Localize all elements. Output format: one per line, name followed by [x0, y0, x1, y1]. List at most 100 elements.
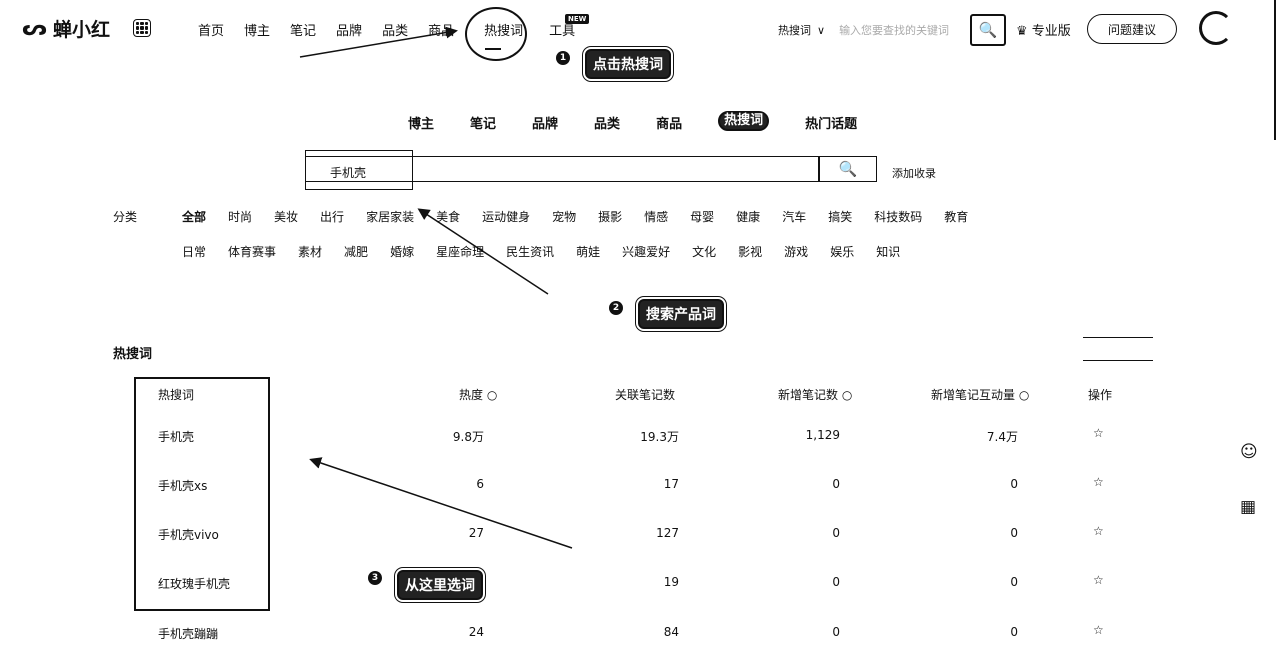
- category-item[interactable]: 萌娃: [576, 245, 601, 259]
- category-all[interactable]: 全部: [182, 210, 207, 224]
- pro-version-label: 专业版: [1031, 24, 1071, 39]
- star-outline-icon[interactable]: ☆: [1093, 623, 1104, 637]
- category-item[interactable]: 体育赛事: [228, 245, 277, 259]
- col-header-heat[interactable]: 热度 ○: [459, 386, 497, 403]
- subnav-categories[interactable]: 品类: [594, 117, 621, 132]
- subnav-hot-topics[interactable]: 热门话题: [805, 117, 858, 132]
- nav-home[interactable]: 首页: [198, 24, 225, 39]
- main-nav: 首页 博主 笔记 品牌 品类 商品 热搜词 工具: [198, 20, 595, 39]
- pro-version-link[interactable]: ♛ 专业版: [1016, 20, 1071, 39]
- feedback-button[interactable]: 问题建议: [1087, 14, 1177, 44]
- nav-tools[interactable]: 工具: [549, 24, 576, 39]
- step-number-2: 2: [609, 301, 623, 315]
- category-item[interactable]: 汽车: [782, 210, 807, 224]
- new-badge: NEW: [565, 14, 590, 24]
- step-number-3: 3: [368, 571, 382, 585]
- avatar[interactable]: [1199, 11, 1233, 45]
- category-item[interactable]: 情感: [644, 210, 669, 224]
- nav-bloggers[interactable]: 博主: [244, 24, 271, 39]
- category-item[interactable]: 游戏: [784, 245, 809, 259]
- category-item[interactable]: 日常: [182, 245, 207, 259]
- star-outline-icon[interactable]: ☆: [1093, 573, 1104, 587]
- row-keyword[interactable]: 手机壳xs: [158, 479, 208, 493]
- nav-notes[interactable]: 笔记: [290, 24, 317, 39]
- subnav-products[interactable]: 商品: [656, 117, 683, 132]
- category-item[interactable]: 时尚: [228, 210, 253, 224]
- category-item[interactable]: 母婴: [690, 210, 715, 224]
- info-icon[interactable]: ○: [1018, 388, 1030, 402]
- category-item[interactable]: 影视: [738, 245, 763, 259]
- category-item[interactable]: 知识: [876, 245, 901, 259]
- category-item[interactable]: 宠物: [552, 210, 577, 224]
- col-header-new-notes[interactable]: 新增笔记数 ○: [778, 386, 852, 403]
- add-inclusion-link[interactable]: 添加收录: [892, 167, 936, 180]
- annotation-box: [305, 150, 413, 190]
- col-header-notes[interactable]: 关联笔记数: [615, 388, 676, 402]
- subnav-brands[interactable]: 品牌: [532, 117, 559, 132]
- row-keyword[interactable]: 手机壳: [158, 430, 195, 444]
- arrow-2: [417, 208, 549, 295]
- row-heat: 27: [468, 526, 484, 540]
- crown-icon: ♛: [1016, 24, 1028, 39]
- category-item[interactable]: 搞笑: [828, 210, 853, 224]
- category-label: 分类: [113, 210, 138, 224]
- search-icon[interactable]: 🔍: [970, 14, 1006, 46]
- category-item[interactable]: 娱乐: [830, 245, 855, 259]
- row-heat: 9.8万: [452, 430, 484, 444]
- apps-grid-icon[interactable]: [133, 19, 151, 37]
- row-heat: 24: [468, 625, 484, 639]
- search-button[interactable]: 🔍: [819, 156, 877, 182]
- star-outline-icon[interactable]: ☆: [1093, 426, 1104, 440]
- col-header-new-interactions[interactable]: 新增笔记互动量 ○: [931, 386, 1029, 403]
- row-new-interactions: 7.4万: [986, 430, 1018, 444]
- category-item[interactable]: 星座命理: [436, 245, 485, 259]
- search-type-select[interactable]: 热搜词: [778, 24, 811, 37]
- subnav-hot-keywords[interactable]: 热搜词: [718, 111, 770, 131]
- search-value: 手机壳: [330, 166, 367, 180]
- category-item[interactable]: 科技数码: [874, 210, 923, 224]
- sub-nav: 博主 笔记 品牌 品类 商品 热搜词 热门话题: [408, 111, 893, 132]
- chevron-down-icon[interactable]: ∨: [817, 23, 826, 37]
- nav-active-underline: [485, 48, 501, 50]
- star-outline-icon[interactable]: ☆: [1093, 524, 1104, 538]
- info-icon[interactable]: ○: [841, 388, 853, 402]
- category-item[interactable]: 摄影: [598, 210, 623, 224]
- row-new-notes: 0: [832, 526, 840, 540]
- annotation-box: [134, 377, 270, 611]
- chat-icon[interactable]: ☺: [1240, 442, 1258, 462]
- category-item[interactable]: 婚嫁: [390, 245, 415, 259]
- category-item[interactable]: 家居家装: [366, 210, 415, 224]
- qr-code-icon[interactable]: ▦: [1240, 497, 1257, 517]
- row-keyword[interactable]: 红玫瑰手机壳: [158, 577, 231, 591]
- category-item[interactable]: 民生资讯: [506, 245, 555, 259]
- col-header-action: 操作: [1088, 388, 1113, 402]
- row-keyword[interactable]: 手机壳vivo: [158, 528, 219, 542]
- step-number-1: 1: [556, 51, 570, 65]
- top-search-input[interactable]: 输入您要查找的关键词: [839, 24, 950, 37]
- row-new-interactions: 0: [1010, 477, 1018, 491]
- category-item[interactable]: 文化: [692, 245, 717, 259]
- row-notes: 17: [663, 477, 679, 491]
- top-search: 热搜词 ∨ 输入您要查找的关键词: [778, 22, 949, 38]
- category-item[interactable]: 运动健身: [482, 210, 531, 224]
- search-icon: 🔍: [838, 160, 858, 178]
- nav-categories[interactable]: 品类: [382, 24, 409, 39]
- logo-text: 蝉小红: [53, 19, 111, 41]
- category-item[interactable]: 健康: [736, 210, 761, 224]
- nav-brands[interactable]: 品牌: [336, 24, 363, 39]
- app-logo[interactable]: ᔕ 蝉小红: [22, 15, 110, 42]
- category-item[interactable]: 教育: [944, 210, 969, 224]
- subnav-notes[interactable]: 笔记: [470, 117, 497, 132]
- subnav-bloggers[interactable]: 博主: [408, 117, 435, 132]
- category-item[interactable]: 出行: [320, 210, 345, 224]
- callout-pick-keyword-here: 从这里选词: [397, 570, 483, 600]
- row-keyword[interactable]: 手机壳蹦蹦: [158, 627, 219, 641]
- category-item[interactable]: 兴趣爱好: [622, 245, 671, 259]
- star-outline-icon[interactable]: ☆: [1093, 475, 1104, 489]
- export-control[interactable]: [1083, 337, 1153, 361]
- category-item[interactable]: 美食: [436, 210, 461, 224]
- category-item[interactable]: 美妆: [274, 210, 299, 224]
- category-item[interactable]: 素材: [298, 245, 323, 259]
- info-icon[interactable]: ○: [486, 388, 498, 402]
- category-item[interactable]: 减肥: [344, 245, 369, 259]
